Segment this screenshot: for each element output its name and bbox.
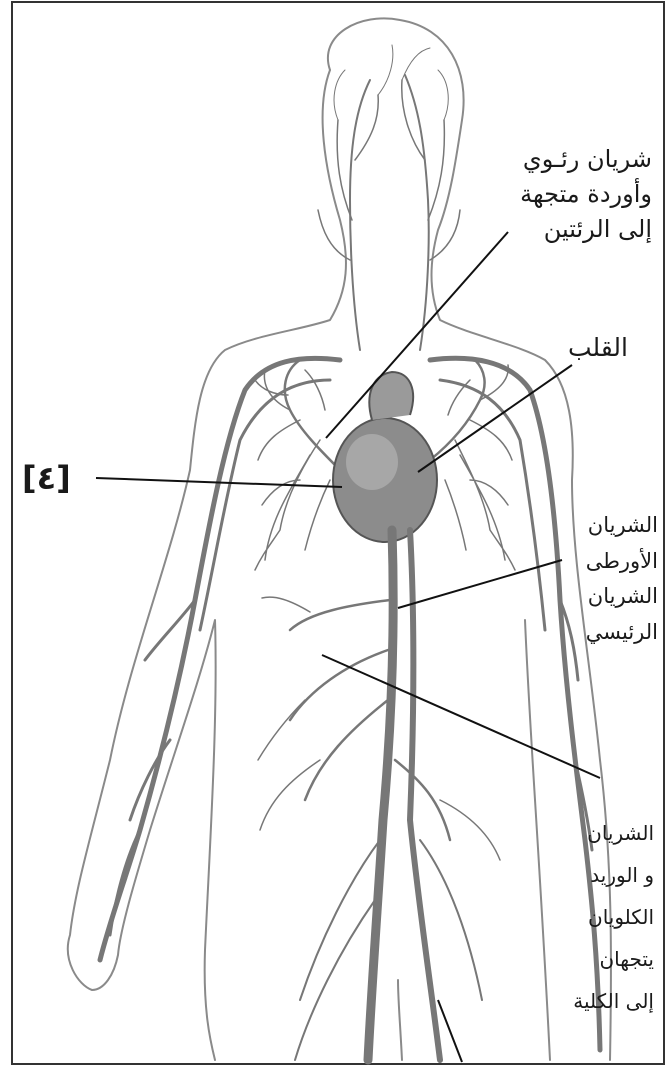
label-heart: القلب: [568, 330, 628, 366]
head-vessels: [318, 45, 460, 350]
label-marker: [٤]: [22, 455, 71, 501]
label-pulmonary: شريان رئـوي وأوردة متجهة إلى الرئتين: [520, 142, 652, 246]
leader-renal: [322, 655, 600, 778]
leader-aorta: [398, 560, 562, 608]
left-lung: [255, 360, 340, 570]
right-lung: [430, 360, 515, 570]
heart: [333, 372, 437, 542]
label-aorta: الشريان الأورطى الشريان الرئيسي: [586, 508, 658, 651]
label-renal: الشريان و الوريد الكلويان يتجهان إلى الك…: [573, 812, 654, 1022]
